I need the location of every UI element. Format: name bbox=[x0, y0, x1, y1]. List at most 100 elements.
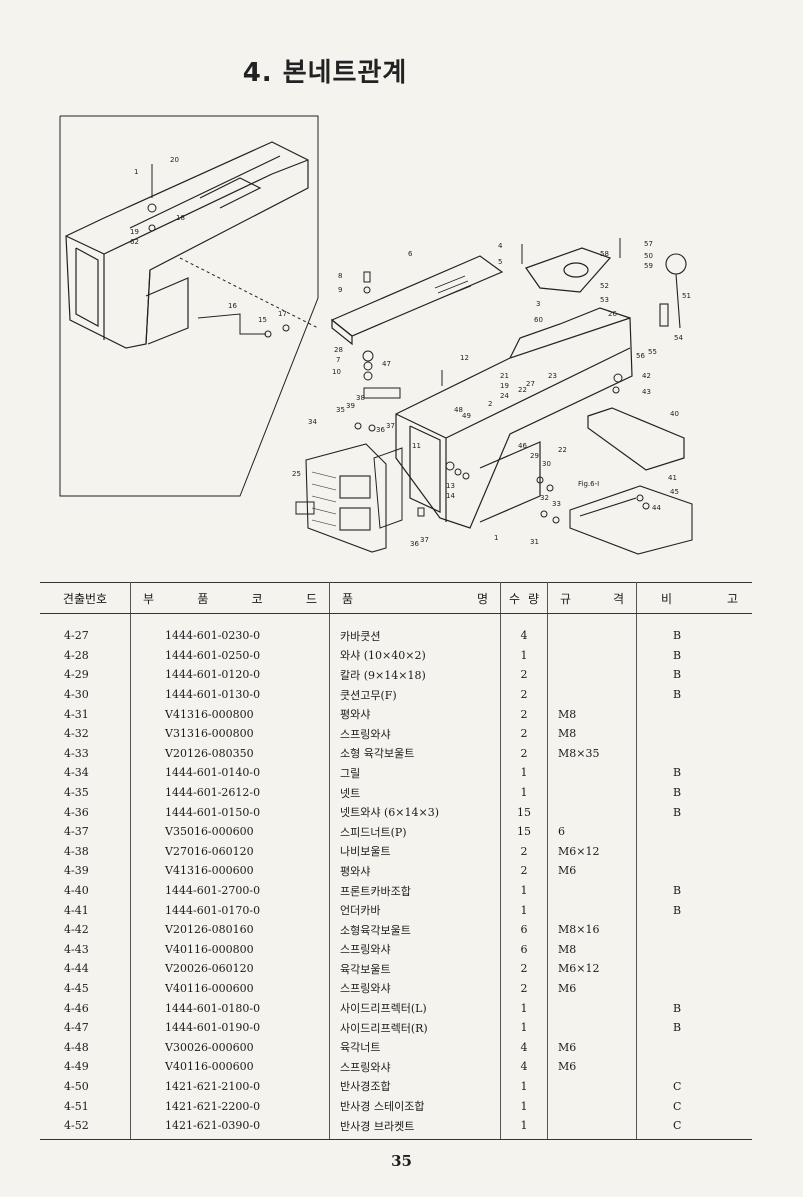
callout: 41 bbox=[668, 474, 677, 482]
row-part-name: 육각보울트 bbox=[329, 959, 501, 979]
row-quantity: 2 bbox=[500, 978, 548, 999]
callout: 19 bbox=[500, 382, 509, 390]
row-quantity: 1 bbox=[500, 782, 548, 803]
callout: 30 bbox=[542, 460, 551, 468]
row-part-name: 나비보울트 bbox=[329, 841, 501, 862]
figure-reference: Fig.6-I bbox=[578, 480, 599, 488]
row-part-name: 사이드리프렉터(L) bbox=[329, 998, 501, 1018]
row-part-code: V41316-000800 bbox=[130, 704, 330, 724]
row-remarks: C bbox=[673, 1079, 682, 1093]
callout: 48 bbox=[454, 406, 463, 414]
callout: 1 bbox=[134, 168, 138, 176]
callout: 36 bbox=[376, 426, 385, 434]
exploded-parts-diagram: 20 1 18 19 62 16 15 17 6 8 9 28 7 10 47 … bbox=[40, 108, 760, 568]
row-part-code: V30026-000600 bbox=[130, 1037, 330, 1058]
row-ref-no: 4-47 bbox=[40, 1017, 131, 1038]
callout: 51 bbox=[682, 292, 691, 300]
callout: 60 bbox=[534, 316, 543, 324]
callout: 50 bbox=[644, 252, 653, 260]
row-remarks: C bbox=[636, 1115, 752, 1141]
row-spec bbox=[547, 1096, 637, 1116]
row-quantity: 2 bbox=[500, 959, 548, 979]
row-part-code: 1444-601-0170-0 bbox=[130, 900, 330, 920]
row-quantity: 15 bbox=[500, 802, 548, 822]
callout: 1 bbox=[494, 534, 498, 542]
row-part-name: 스프링와샤 bbox=[329, 939, 501, 960]
callout: 17 bbox=[278, 310, 287, 318]
callout: 29 bbox=[530, 452, 539, 460]
row-part-name: 반사경조합 bbox=[329, 1076, 501, 1097]
row-part-code: V20126-080160 bbox=[130, 919, 330, 940]
row-ref-no: 4-44 bbox=[40, 959, 131, 979]
row-remarks bbox=[637, 979, 753, 999]
row-ref-no: 4-40 bbox=[40, 880, 131, 901]
row-remarks bbox=[637, 940, 753, 960]
row-part-code: 1444-601-0190-0 bbox=[130, 1017, 330, 1038]
row-ref-no: 4-27 bbox=[40, 613, 131, 646]
row-quantity: 2 bbox=[500, 743, 548, 764]
callout: 37 bbox=[386, 422, 395, 430]
row-quantity: 4 bbox=[500, 1037, 548, 1058]
hood-top-panel bbox=[330, 255, 504, 346]
callout: 12 bbox=[460, 354, 469, 362]
row-remarks bbox=[637, 920, 753, 940]
row-ref-no: 4-41 bbox=[40, 900, 131, 920]
row-part-name: 스프링와샤 bbox=[329, 1057, 501, 1077]
callout: 18 bbox=[176, 214, 185, 222]
callout: 42 bbox=[642, 372, 651, 380]
row-spec bbox=[547, 645, 637, 666]
row-remarks bbox=[637, 724, 753, 744]
row-part-name: 넷트와샤 (6×14×3) bbox=[329, 802, 501, 822]
row-part-name: 소형육각보울트 bbox=[329, 919, 501, 940]
row-ref-no: 4-50 bbox=[40, 1076, 131, 1097]
row-quantity: 2 bbox=[500, 704, 548, 724]
row-remarks bbox=[637, 842, 753, 862]
row-part-name: 사이드리프렉터(R) bbox=[329, 1017, 501, 1038]
row-part-name: 평와샤 bbox=[329, 704, 501, 724]
row-spec bbox=[547, 880, 637, 901]
row-part-code: 1444-601-0120-0 bbox=[130, 665, 330, 685]
row-spec: M6×12 bbox=[547, 959, 637, 979]
row-spec bbox=[547, 763, 637, 783]
front-cover bbox=[587, 407, 685, 471]
row-remarks: B bbox=[673, 884, 682, 898]
row-ref-no: 4-31 bbox=[40, 704, 131, 724]
row-ref-no: 4-52 bbox=[40, 1115, 131, 1141]
row-ref-no: 4-43 bbox=[40, 939, 131, 960]
fasteners bbox=[295, 238, 650, 524]
callout: 58 bbox=[600, 250, 609, 258]
row-part-code: V31316-000800 bbox=[130, 723, 330, 744]
page-number: 35 bbox=[391, 1152, 412, 1170]
side-panel-net bbox=[373, 447, 403, 529]
row-part-code: 1444-601-0180-0 bbox=[130, 998, 330, 1018]
row-ref-no: 4-39 bbox=[40, 861, 131, 881]
row-remarks: B bbox=[673, 1001, 682, 1015]
row-quantity: 1 bbox=[500, 1096, 548, 1116]
callout: 34 bbox=[308, 418, 317, 426]
row-spec bbox=[547, 613, 637, 646]
callout: 27 bbox=[526, 380, 535, 388]
row-part-name: 스프링와샤 bbox=[329, 978, 501, 999]
callout: 2 bbox=[488, 400, 492, 408]
row-remarks bbox=[637, 1057, 753, 1077]
callout: 24 bbox=[500, 392, 509, 400]
row-remarks bbox=[637, 959, 753, 979]
row-quantity: 1 bbox=[500, 645, 548, 666]
row-part-code: V41316-000600 bbox=[130, 861, 330, 881]
inset-bracket bbox=[147, 164, 290, 338]
callout: 20 bbox=[170, 156, 179, 164]
row-remarks bbox=[637, 704, 753, 724]
callout: 23 bbox=[548, 372, 557, 380]
row-part-code: 1444-601-2700-0 bbox=[130, 880, 330, 901]
row-remarks: B bbox=[673, 648, 682, 662]
row-spec: M6 bbox=[547, 1037, 637, 1058]
row-part-code: V27016-060120 bbox=[130, 841, 330, 862]
row-spec: M8 bbox=[547, 723, 637, 744]
